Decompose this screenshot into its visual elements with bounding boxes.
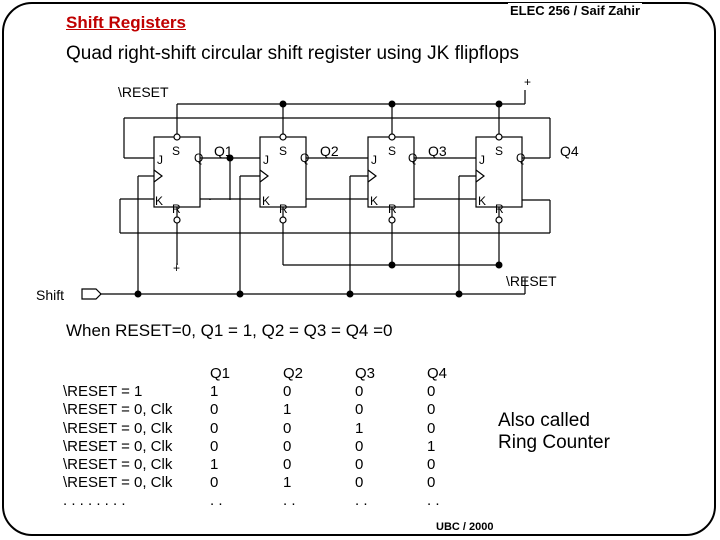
table-cell: 0 <box>210 401 219 419</box>
ff3-q-label: Q <box>408 151 417 165</box>
table-cell: 0 <box>283 437 292 455</box>
table-cell: . . <box>210 492 223 510</box>
shift-register-circuit: \RESET \RESET Shift + + J K S R Q J K S … <box>36 75 579 303</box>
table-row-labels: \RESET = 1 \RESET = 0, Clk \RESET = 0, C… <box>63 365 172 511</box>
table-row-label: . . . . . . . . <box>63 492 126 510</box>
ff4-k-label: K <box>478 194 486 208</box>
table-cell: 1 <box>283 401 292 419</box>
table-cell: 0 <box>427 474 436 492</box>
table-cell: 1 <box>283 474 292 492</box>
table-header: Q3 <box>355 365 376 382</box>
slide-title: Shift Registers <box>66 13 186 32</box>
ff4-r-label: R <box>495 202 504 216</box>
table-row-label: \RESET = 0, Clk <box>63 437 173 455</box>
ff1-j-label: J <box>157 153 163 167</box>
ff2-q-label: Q <box>300 151 309 165</box>
q1-output-label: Q1 <box>214 143 233 159</box>
plus-bottom-label: + <box>173 261 180 275</box>
ff2-s-label: S <box>279 144 287 158</box>
table-cell: 1 <box>355 419 364 437</box>
ff2-r-label: R <box>279 202 288 216</box>
table-cell: . . <box>427 492 440 510</box>
table-cell: 0 <box>355 401 364 419</box>
ring-counter-note-line: Ring Counter <box>498 432 610 453</box>
table-column-q3: Q3 0 0 1 0 0 0 . . <box>355 365 375 511</box>
table-cell: 0 <box>427 456 436 474</box>
ff2-j-label: J <box>263 153 269 167</box>
table-column-q4: Q4 0 0 0 1 0 0 . . <box>427 365 447 511</box>
plus-top-label: + <box>524 75 531 89</box>
table-header: Q4 <box>427 365 448 382</box>
ff3-r-label: R <box>388 202 397 216</box>
table-cell: 0 <box>283 383 292 401</box>
ff3-s-label: S <box>388 144 396 158</box>
ff1-k-label: K <box>155 194 163 208</box>
table-cell: 0 <box>210 437 219 455</box>
ff4-q-label: Q <box>516 151 525 165</box>
table-cell: 1 <box>210 456 219 474</box>
reset-bottom-label: \RESET <box>506 273 557 289</box>
table-cell: 0 <box>210 419 219 437</box>
ff1-r-label: R <box>172 202 181 216</box>
table-row-label: \RESET = 0, Clk <box>63 474 173 492</box>
table-row-label: \RESET = 1 <box>63 383 143 401</box>
table-row-label: \RESET = 0, Clk <box>63 401 173 419</box>
q3-output-label: Q3 <box>428 143 447 159</box>
ff3-k-label: K <box>370 194 378 208</box>
ff2-k-label: K <box>262 194 270 208</box>
table-cell: 0 <box>427 401 436 419</box>
table-row-label: \RESET = 0, Clk <box>63 456 173 474</box>
table-cell: 0 <box>355 383 364 401</box>
ff1-s-label: S <box>172 144 180 158</box>
table-cell: 0 <box>355 456 364 474</box>
ring-counter-note-line: Also called <box>498 410 590 431</box>
table-cell: 0 <box>355 437 364 455</box>
reset-top-label: \RESET <box>118 84 169 100</box>
table-cell: 0 <box>355 474 364 492</box>
table-header: Q2 <box>283 365 304 382</box>
shift-label: Shift <box>36 287 64 303</box>
table-cell: . . <box>355 492 368 510</box>
q4-output-label: Q4 <box>560 143 579 159</box>
table-header: Q1 <box>210 365 231 382</box>
ff3-j-label: J <box>371 153 377 167</box>
table-column-q2: Q2 0 1 0 0 0 1 . . <box>283 365 303 511</box>
table-cell: 0 <box>283 419 292 437</box>
table-cell: 1 <box>210 383 219 401</box>
table-cell: 0 <box>427 419 436 437</box>
footer-label: UBC / 2000 <box>436 521 494 533</box>
table-cell: 1 <box>427 437 436 455</box>
ff4-s-label: S <box>495 144 503 158</box>
ff4-j-label: J <box>479 153 485 167</box>
table-cell: 0 <box>427 383 436 401</box>
table-cell: 0 <box>210 474 219 492</box>
ff1-q-label: Q <box>194 151 203 165</box>
table-row-label: \RESET = 0, Clk <box>63 419 173 437</box>
ring-counter-note: Also called Ring Counter <box>498 410 610 454</box>
table-column-q1: Q1 1 0 0 0 1 0 . . <box>210 365 230 511</box>
table-cell: . . <box>283 492 296 510</box>
reset-note: When RESET=0, Q1 = 1, Q2 = Q3 = Q4 =0 <box>66 321 393 340</box>
q2-output-label: Q2 <box>320 143 339 159</box>
course-label: ELEC 256 / Saif Zahir <box>508 3 643 18</box>
table-cell: 0 <box>283 456 292 474</box>
slide-subtitle: Quad right-shift circular shift register… <box>66 43 520 64</box>
